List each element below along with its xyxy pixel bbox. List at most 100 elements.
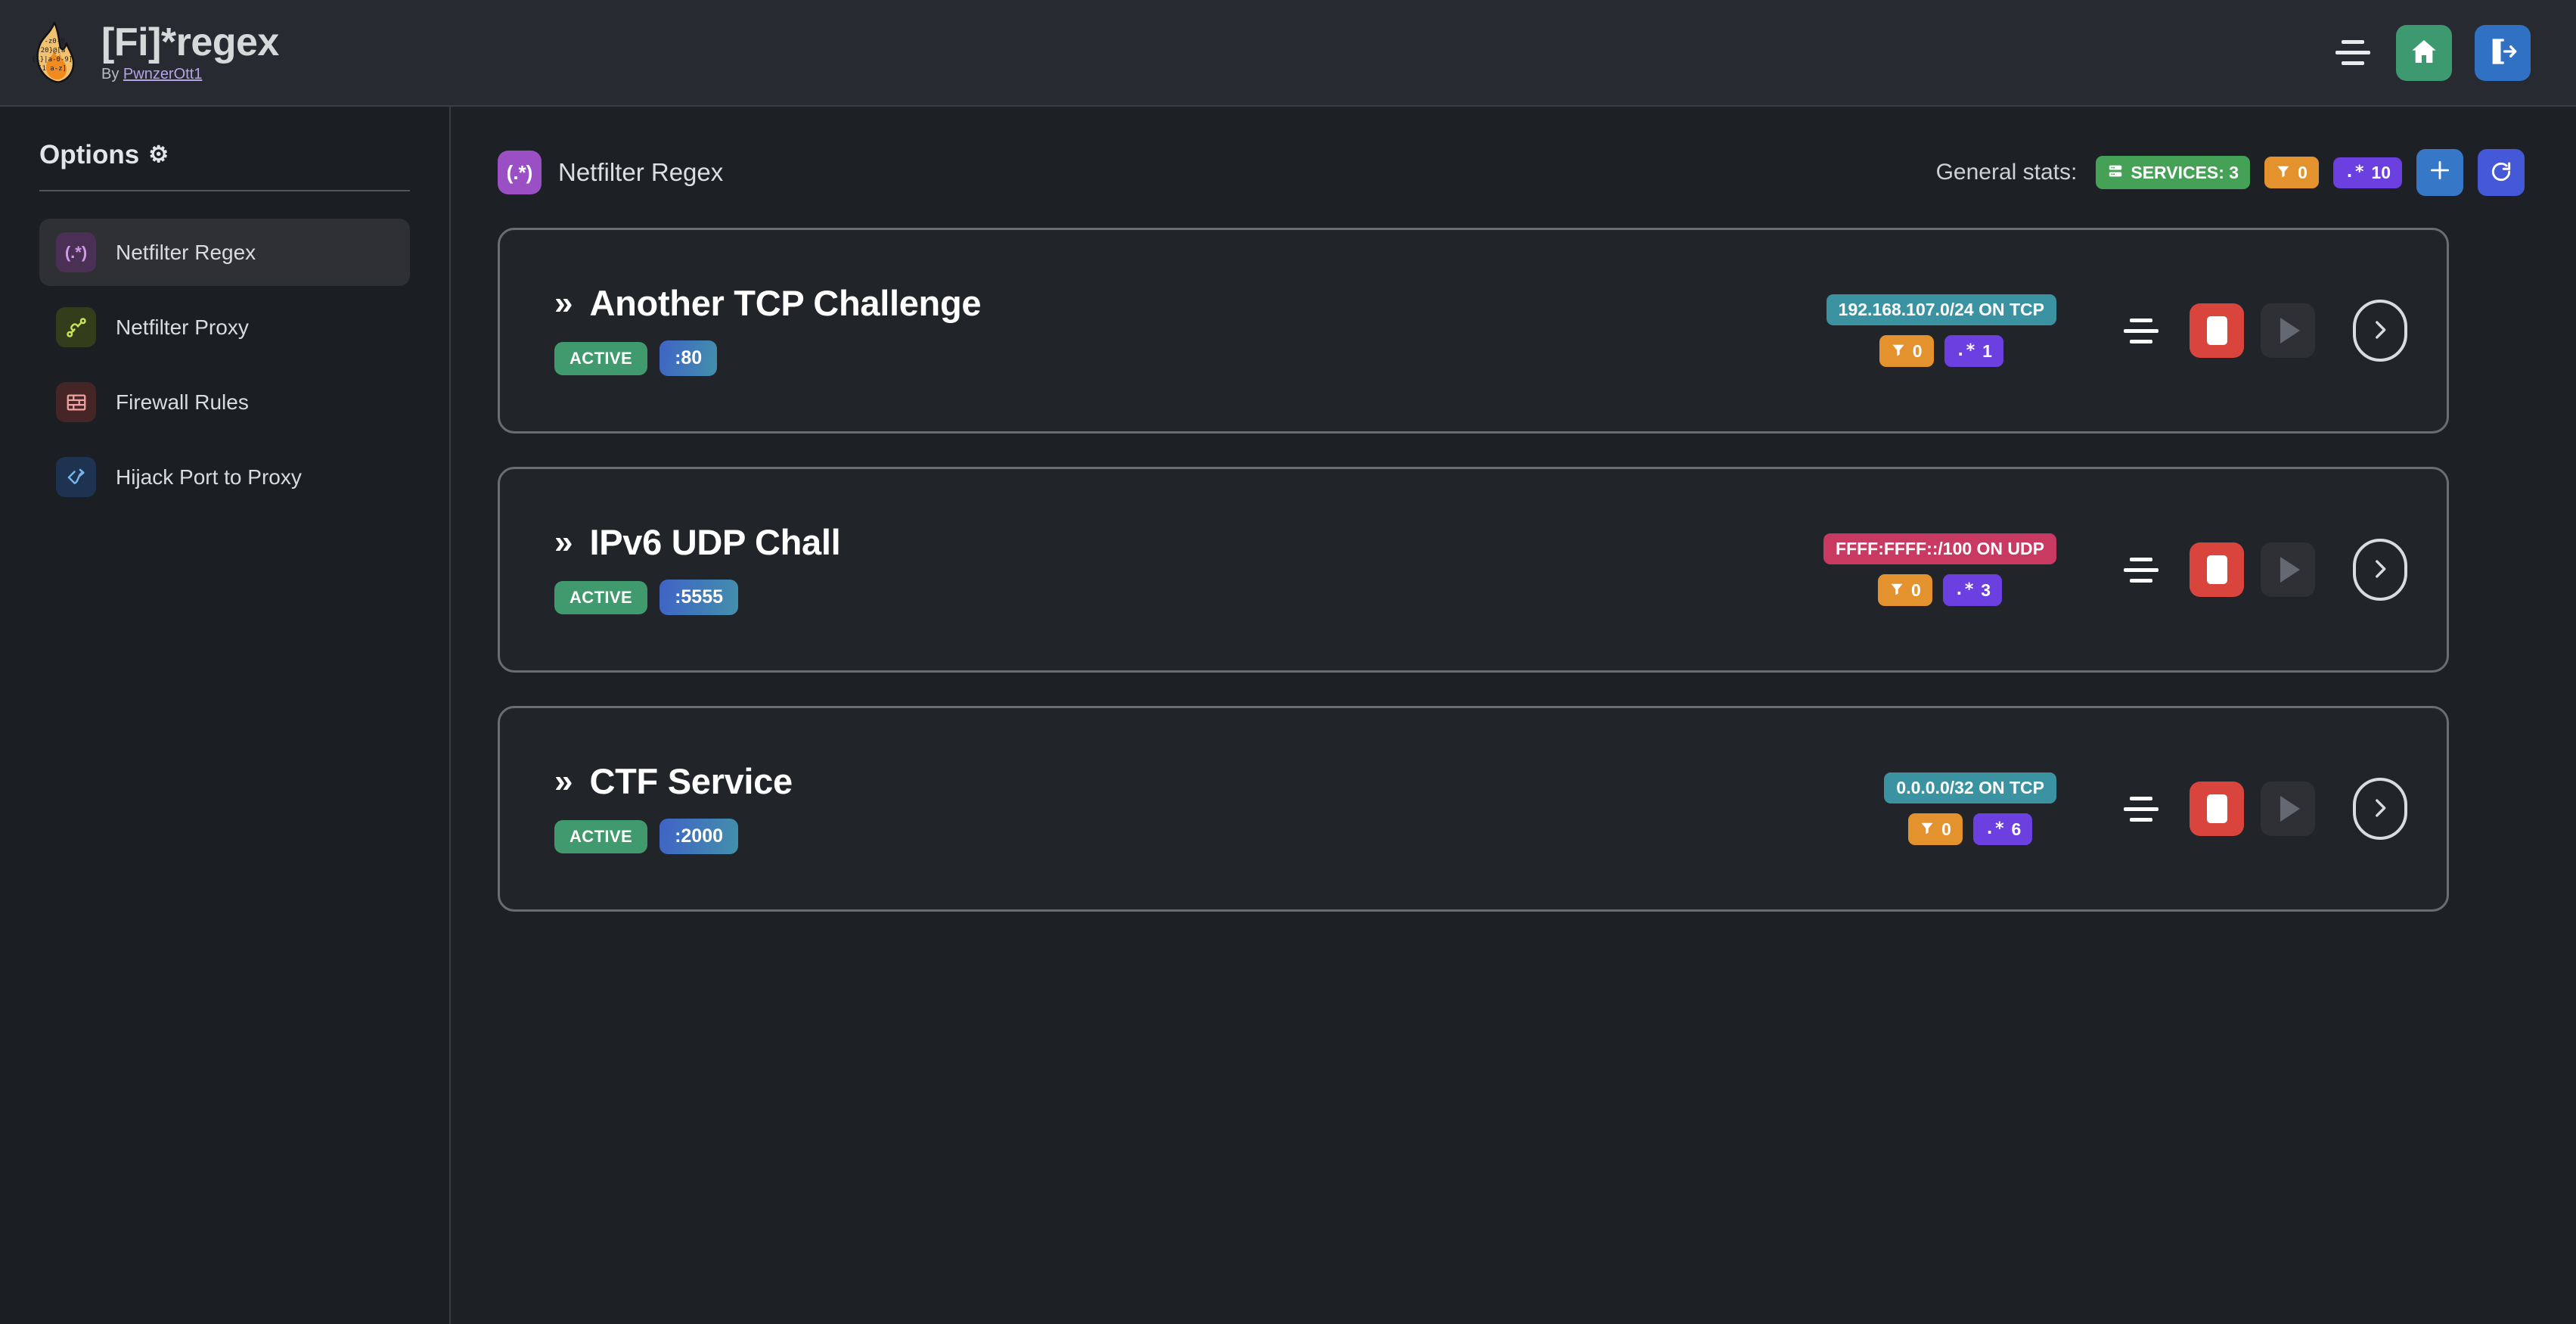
page-body: Options ⚙ (.*) Netfilter Regex Netfilter… (0, 107, 2576, 1324)
service-network-info: 0.0.0.0/32 ON TCP 0 .* 6 (1884, 772, 2056, 845)
main-content: (.*) Netfilter Regex General stats: SERV… (451, 107, 2576, 1324)
service-card-title: » IPv6 UDP Chall (554, 522, 841, 562)
chevron-right-icon (2367, 793, 2393, 825)
service-card[interactable]: » CTF Service ACTIVE :2000 0.0.0.0/32 ON… (498, 706, 2449, 912)
chevron-right-icon (2367, 554, 2393, 586)
options-label: Options (39, 140, 140, 169)
refresh-icon (2489, 160, 2513, 186)
service-card-controls: FFFF:FFFF::/100 ON UDP 0 .* 3 (1823, 533, 2407, 606)
service-card-info: » CTF Service ACTIVE :2000 (554, 763, 793, 854)
home-icon (2409, 36, 2439, 69)
stat-badge-filters-label: 0 (2298, 162, 2308, 182)
add-service-button[interactable] (2416, 149, 2463, 196)
service-name: Another TCP Challenge (589, 283, 982, 323)
stop-button[interactable] (2190, 303, 2244, 358)
server-icon (2107, 163, 2124, 182)
service-details-button[interactable] (2353, 300, 2407, 362)
logout-icon (2488, 36, 2518, 69)
service-counters: 0 .* 1 (1879, 335, 2003, 367)
service-details-button[interactable] (2353, 778, 2407, 840)
service-card[interactable]: » Another TCP Challenge ACTIVE :80 192.1… (498, 228, 2449, 434)
filter-icon (2276, 163, 2291, 182)
service-card-info: » Another TCP Challenge ACTIVE :80 (554, 283, 982, 376)
status-badge: ACTIVE (554, 580, 648, 614)
port-badge: :2000 (660, 819, 739, 854)
service-counters: 0 .* 3 (1877, 574, 2003, 606)
top-bar-actions (2332, 24, 2531, 81)
stop-button[interactable] (2190, 782, 2244, 836)
service-card-pills: ACTIVE :5555 (554, 580, 840, 615)
network-badge: 0.0.0.0/32 ON TCP (1884, 772, 2056, 803)
regex-count: 3 (1981, 580, 1991, 600)
network-badge: 192.168.107.0/24 ON TCP (1826, 294, 2056, 325)
regex-icon: .* (1955, 341, 1976, 360)
service-card-title: » Another TCP Challenge (554, 283, 982, 323)
chevron-right-icon (2367, 315, 2393, 347)
double-chevron-icon: » (554, 284, 573, 322)
app-title: [Fi]*regex (101, 20, 279, 65)
play-button[interactable] (2261, 782, 2315, 836)
logout-button[interactable] (2475, 24, 2531, 81)
general-stats-label: General stats: (1935, 160, 2078, 185)
fork-arrows-icon (56, 457, 96, 497)
home-button[interactable] (2396, 24, 2452, 81)
hamburger-menu-icon[interactable] (2332, 36, 2373, 70)
filter-count: 0 (1910, 580, 1921, 600)
sidebar-item-hijack-port-to-proxy[interactable]: Hijack Port to Proxy (39, 443, 410, 511)
service-name: CTF Service (589, 761, 793, 801)
filter-count: 0 (1912, 340, 1923, 361)
sidebar-item-netfilter-proxy[interactable]: Netfilter Proxy (39, 294, 410, 361)
service-network-info: FFFF:FFFF::/100 ON UDP 0 .* 3 (1823, 533, 2056, 606)
status-badge: ACTIVE (554, 341, 648, 375)
regex-icon: (.*) (498, 151, 542, 194)
sidebar-item-label: Hijack Port to Proxy (116, 465, 302, 489)
refresh-button[interactable] (2478, 149, 2525, 196)
regex-count: 6 (2011, 819, 2022, 839)
status-badge: ACTIVE (554, 819, 648, 853)
sidebar-divider (39, 190, 410, 191)
play-icon (2280, 557, 2300, 583)
plus-icon (2427, 157, 2453, 188)
svg-text:20}@[a: 20}@[a (41, 47, 66, 54)
stop-icon (2206, 794, 2227, 823)
sidebar-item-firewall-rules[interactable]: Firewall Rules (39, 368, 410, 436)
port-badge: :80 (660, 340, 718, 376)
port-badge: :5555 (660, 580, 739, 615)
service-card-title: » CTF Service (554, 763, 793, 799)
drag-handle-icon[interactable] (2106, 557, 2176, 583)
service-card[interactable]: » IPv6 UDP Chall ACTIVE :5555 FFFF:FFFF:… (498, 467, 2449, 673)
filter-count: 0 (1941, 819, 1951, 839)
general-stats: General stats: SERVICES: 3 0 .* 10 (1936, 149, 2525, 196)
stat-badge-services: SERVICES: 3 (2096, 156, 2251, 189)
by-prefix: By (101, 65, 123, 82)
brand: -z0-9 20}@[a {1}|a-0-9] (1 a-z] [Fi]*reg… (27, 20, 279, 85)
sidebar-item-label: Firewall Rules (116, 390, 249, 414)
service-card-info: » IPv6 UDP Chall ACTIVE :5555 (554, 522, 841, 615)
drag-handle-icon[interactable] (2106, 796, 2176, 822)
stop-button[interactable] (2190, 542, 2244, 597)
service-name: IPv6 UDP Chall (589, 522, 841, 562)
sidebar-item-netfilter-regex[interactable]: (.*) Netfilter Regex (39, 219, 410, 286)
play-button[interactable] (2261, 542, 2315, 597)
author-link[interactable]: PwnzerOtt1 (123, 65, 203, 82)
service-network-info: 192.168.107.0/24 ON TCP 0 .* 1 (1826, 294, 2056, 367)
svg-text:-z0-9: -z0-9 (44, 38, 64, 45)
app-author-line: By PwnzerOtt1 (101, 65, 279, 83)
sidebar-nav: (.*) Netfilter Regex Netfilter Proxy (39, 219, 410, 511)
gear-icon: ⚙ (148, 142, 169, 167)
svg-text:{1}|a-0-9]: {1}|a-0-9] (32, 56, 73, 64)
regex-count-badge: .* 1 (1944, 335, 2003, 367)
filter-count-badge: 0 (1879, 335, 1934, 367)
flame-regex-logo-icon: -z0-9 20}@[a {1}|a-0-9] (1 a-z] (27, 20, 82, 85)
play-button[interactable] (2261, 303, 2315, 358)
sidebar-item-label: Netfilter Regex (116, 240, 256, 264)
service-details-button[interactable] (2353, 539, 2407, 601)
svg-text:(1 a-z]: (1 a-z] (38, 65, 67, 73)
double-chevron-icon: » (554, 523, 573, 561)
page-title: Netfilter Regex (558, 158, 724, 186)
filter-count-badge: 0 (1877, 574, 1932, 606)
network-badge: FFFF:FFFF::/100 ON UDP (1823, 533, 2056, 564)
filter-icon (1891, 342, 1906, 360)
service-card-pills: ACTIVE :80 (554, 340, 981, 376)
drag-handle-icon[interactable] (2106, 318, 2176, 343)
